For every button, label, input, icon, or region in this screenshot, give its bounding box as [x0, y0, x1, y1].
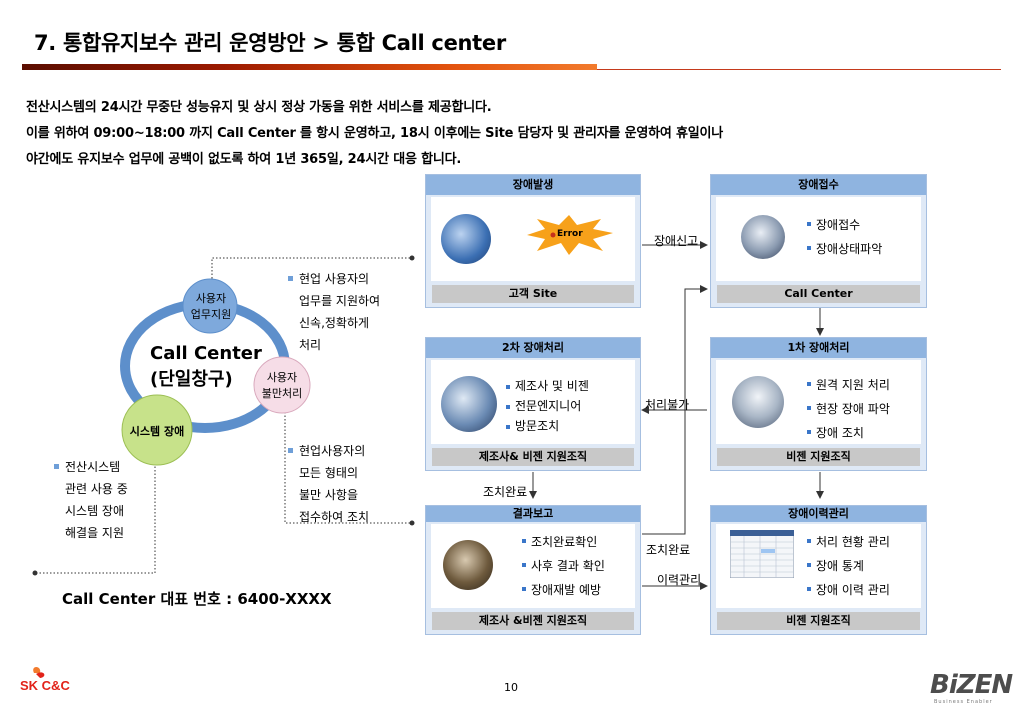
side-note-user-support: 현업 사용자의 업무를 지원하여 신속,정확하게 처리 [288, 268, 380, 356]
fault-history-list: 처리 현황 관리 장애 통계 장애 이력 관리 [807, 530, 890, 602]
edge-label-report-fault: 장애신고 [654, 234, 699, 248]
box-foot: 고객 Site [432, 285, 634, 303]
node-system-label: 시스템 장애 [129, 425, 185, 438]
bizen-logo: BiZEN [930, 670, 1013, 700]
bizen-tagline: Business Enabler [934, 699, 993, 705]
second-handling-list: 제조사 및 비젠 전문엔지니어 방문조치 [506, 376, 589, 436]
box-result-report: 결과보고 조치완료확인 사후 결과 확인 장애재발 예방 제조사 &비젠 지원조… [425, 505, 641, 635]
bullet-square-icon [288, 276, 293, 281]
list-item: 장애상태파악 [807, 237, 882, 261]
page-number: 10 [504, 681, 518, 694]
bullet-square-icon [54, 464, 59, 469]
list-item: 처리 현황 관리 [807, 530, 890, 554]
box-first-handling: 1차 장애처리 원격 지원 처리 현장 장애 파악 장애 조치 비젠 지원조직 [710, 337, 927, 471]
sk-logo-text: SK C&C [20, 678, 70, 693]
node-complaint-label: 사용자 불만처리 [261, 371, 303, 400]
box-head: 장애이력관리 [711, 506, 926, 522]
result-report-list: 조치완료확인 사후 결과 확인 장애재발 예방 [522, 530, 605, 602]
list-item: 제조사 및 비젠 [506, 376, 589, 396]
box-fault-receipt: 장애접수 장애접수 장애상태파악 Call Center [710, 174, 927, 308]
box-second-handling: 2차 장애처리 제조사 및 비젠 전문엔지니어 방문조치 제조사& 비젠 지원조… [425, 337, 641, 471]
node-user-support-label: 사용자 업무지원 [190, 292, 232, 321]
intro-line-2: 이를 위하여 09:00~18:00 까지 Call Center 를 항시 운… [26, 126, 724, 141]
sk-butterfly-icon: SK C&C [20, 667, 70, 693]
box-foot: 비젠 지원조직 [717, 448, 920, 466]
list-item: 장애 조치 [807, 421, 890, 445]
page-title: 7. 통합유지보수 관리 운영방안 > 통합 Call center [34, 31, 506, 55]
box-head: 2차 장애처리 [426, 338, 640, 358]
box-head: 1차 장애처리 [711, 338, 926, 358]
box-head: 장애접수 [711, 175, 926, 195]
box-foot: 비젠 지원조직 [717, 612, 920, 630]
edge-label-action-done-1: 조치완료 [483, 485, 528, 499]
spreadsheet-screenshot-icon [730, 530, 794, 578]
list-item: 방문조치 [515, 419, 560, 433]
support-staff-photo-icon [732, 376, 784, 428]
customer-computer-photo-icon [441, 214, 491, 264]
list-item: 현장 장애 파악 [807, 397, 890, 421]
box-fault-history: 장애이력관리 처리 현황 관리 장애 통계 장애 이력 관리 비젠 지원조직 [710, 505, 927, 635]
box-foot: Call Center [717, 285, 920, 303]
box-foot: 제조사& 비젠 지원조직 [432, 448, 634, 466]
list-item: 원격 지원 처리 [807, 373, 890, 397]
first-handling-list: 원격 지원 처리 현장 장애 파악 장애 조치 [807, 373, 890, 445]
call-center-phone: Call Center 대표 번호 : 6400-XXXX [62, 590, 332, 608]
edge-label-cannot-handle: 처리불가 [645, 398, 690, 412]
list-item: 장애 이력 관리 [807, 578, 890, 602]
title-underline-thin [597, 69, 1001, 70]
receipt-list: 장애접수 장애상태파악 [807, 213, 882, 261]
stressed-person-photo-icon [741, 215, 785, 259]
error-label: Error [557, 229, 583, 239]
list-item: 장애접수 [807, 213, 882, 237]
list-item: 전문엔지니어 [515, 399, 582, 413]
engineer-photo-icon [441, 376, 497, 432]
list-item: 사후 결과 확인 [522, 554, 605, 578]
cycle-center-title: Call Center [150, 343, 262, 364]
side-note-system: 전산시스템 관련 사용 중 시스템 장애 해결을 지원 [54, 456, 128, 544]
error-burst-icon [527, 215, 613, 255]
cycle-center-subtitle: (단일창구) [150, 369, 233, 390]
edge-label-history-manage: 이력관리 [657, 573, 702, 587]
box-foot: 제조사 &비젠 지원조직 [432, 612, 634, 630]
node-user-support-circle [182, 278, 238, 334]
node-system-circle [121, 394, 193, 466]
box-fault-occurrence: 장애발생 Error 고객 Site [425, 174, 641, 308]
sk-cc-logo: SK C&C [20, 665, 82, 699]
box-head: 결과보고 [426, 506, 640, 522]
bullet-square-icon [288, 448, 293, 453]
list-item: 장애재발 예방 [522, 578, 605, 602]
intro-line-1: 전산시스템의 24시간 무중단 성능유지 및 상시 정상 가동을 위한 서비스를… [26, 100, 492, 115]
list-item: 장애 통계 [807, 554, 890, 578]
intro-line-3: 야간에도 유지보수 업무에 공백이 없도록 하여 1년 365일, 24시간 대… [26, 152, 462, 167]
side-note-complaint: 현업사용자의 모든 형태의 불만 사항을 접수하여 조치 [288, 440, 369, 528]
list-item: 조치완료확인 [522, 530, 605, 554]
node-complaint-circle [253, 356, 311, 414]
edge-label-action-done-2: 조치완료 [646, 543, 691, 557]
title-underline-gradient [22, 64, 597, 70]
box-head: 장애발생 [426, 175, 640, 195]
meeting-photo-icon [443, 540, 493, 590]
